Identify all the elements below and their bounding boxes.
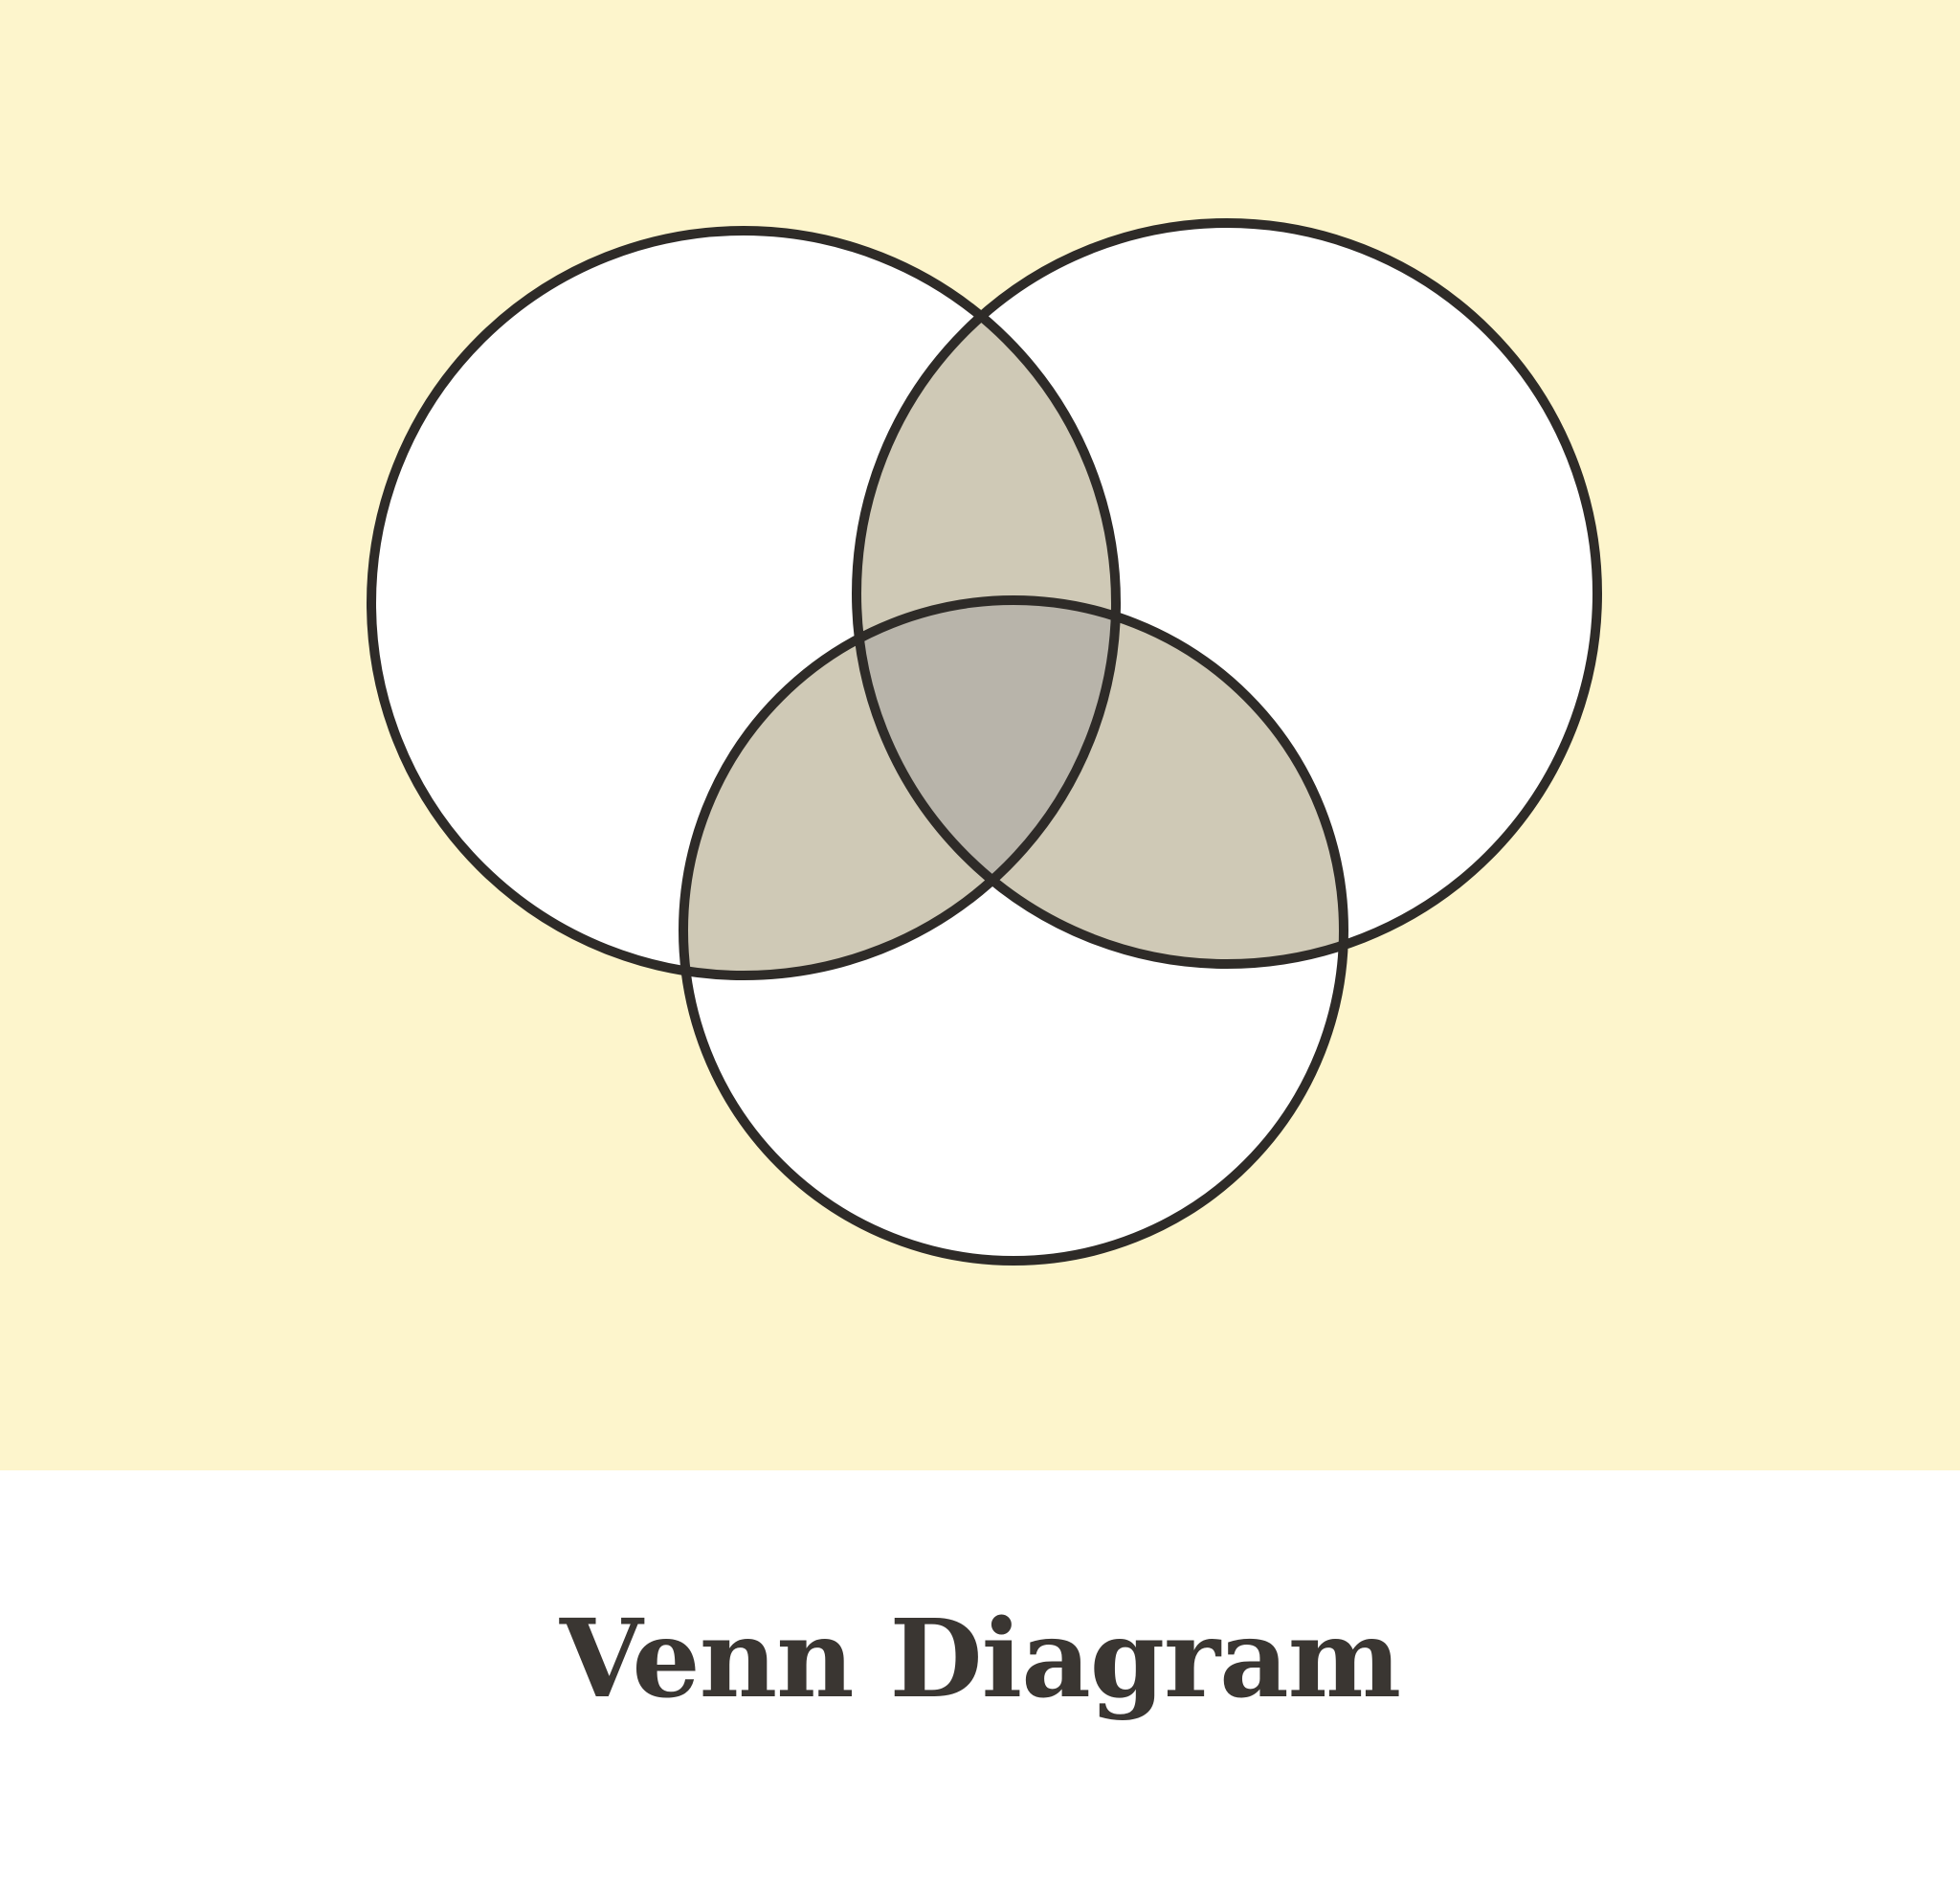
diagram-title: Venn Diagram [559, 1596, 1401, 1722]
set-circle-outline-top-right [852, 218, 1602, 969]
caption-panel: Venn Diagram [0, 1470, 1960, 1882]
diagram-panel [0, 0, 1960, 1470]
set-circle-outline-top-left [367, 226, 1121, 980]
set-circle-outline-bottom [679, 595, 1348, 1266]
venn-diagram [367, 218, 1602, 1266]
